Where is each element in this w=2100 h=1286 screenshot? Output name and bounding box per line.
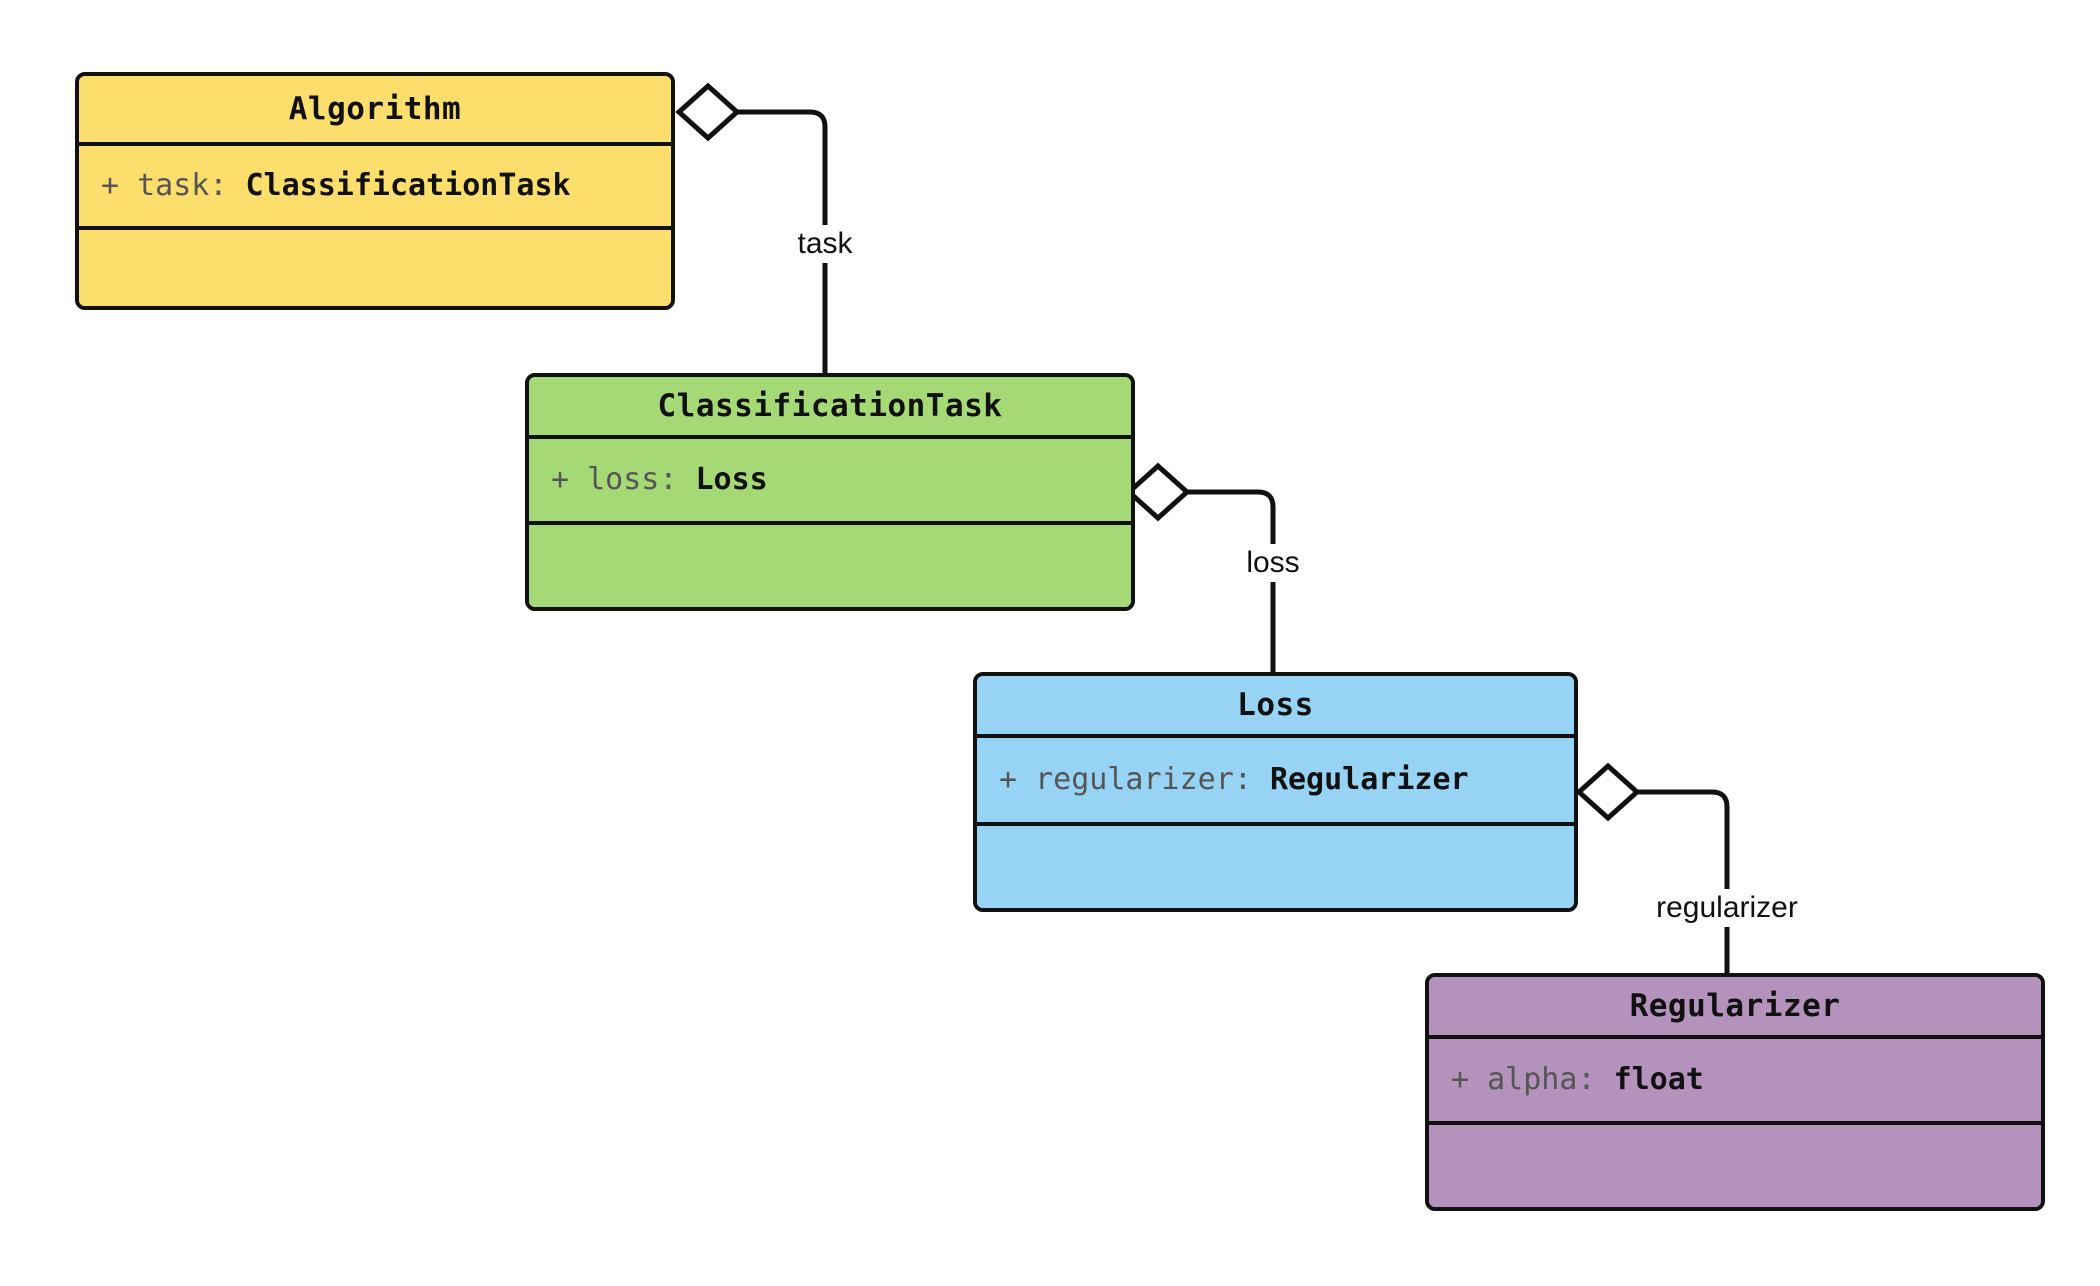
attribute-row: + regularizer: Regularizer — [999, 761, 1574, 799]
edge-label-task: task — [791, 225, 859, 263]
attribute-name: alpha — [1487, 1062, 1578, 1098]
class-attributes-loss: + regularizer: Regularizer — [977, 738, 1574, 826]
attribute-visibility: + — [101, 168, 120, 204]
class-title-algorithm: Algorithm — [79, 76, 671, 146]
attribute-name: regularizer — [1035, 762, 1234, 798]
attribute-visibility: + — [1451, 1062, 1470, 1098]
attribute-type: Loss — [695, 462, 768, 498]
uml-class-regularizer[interactable]: Regularizer + alpha: float — [1425, 973, 2045, 1211]
class-attributes-regularizer: + alpha: float — [1429, 1039, 2041, 1125]
edge-line-loss — [1187, 489, 1276, 672]
class-title-classificationtask: ClassificationTask — [529, 377, 1131, 439]
attribute-type: float — [1613, 1062, 1704, 1098]
attribute-type: ClassificationTask — [245, 168, 571, 204]
class-methods-regularizer — [1429, 1125, 2041, 1207]
attribute-row: + task: ClassificationTask — [101, 167, 671, 205]
edge-label-loss: loss — [1240, 544, 1306, 582]
attribute-name: loss — [587, 462, 660, 498]
attribute-separator: : — [1577, 1062, 1596, 1098]
attribute-separator: : — [1233, 762, 1252, 798]
class-attributes-classificationtask: + loss: Loss — [529, 439, 1131, 525]
attribute-separator: : — [209, 168, 228, 204]
attribute-name: task — [137, 168, 210, 204]
edge-loss-regularizer[interactable] — [1575, 762, 1730, 973]
attribute-visibility: + — [999, 762, 1018, 798]
class-attributes-algorithm: + task: ClassificationTask — [79, 146, 671, 230]
aggregation-diamond-icon — [1575, 762, 1641, 822]
uml-class-algorithm[interactable]: Algorithm + task: ClassificationTask — [75, 72, 675, 310]
attribute-row: + alpha: float — [1451, 1061, 2041, 1099]
uml-class-loss[interactable]: Loss + regularizer: Regularizer — [973, 672, 1578, 912]
attribute-separator: : — [659, 462, 678, 498]
class-methods-classificationtask — [529, 525, 1131, 607]
aggregation-diamond-icon — [675, 82, 741, 142]
edge-line-regularizer — [1637, 789, 1730, 973]
class-title-loss: Loss — [977, 676, 1574, 738]
class-title-regularizer: Regularizer — [1429, 977, 2041, 1039]
uml-class-classificationtask[interactable]: ClassificationTask + loss: Loss — [525, 373, 1135, 611]
edge-label-regularizer: regularizer — [1650, 889, 1804, 927]
class-methods-algorithm — [79, 230, 671, 306]
attribute-type: Regularizer — [1269, 762, 1469, 798]
attribute-visibility: + — [551, 462, 570, 498]
aggregation-diamond-icon — [1125, 462, 1191, 522]
attribute-row: + loss: Loss — [551, 461, 1131, 499]
class-methods-loss — [977, 826, 1574, 908]
